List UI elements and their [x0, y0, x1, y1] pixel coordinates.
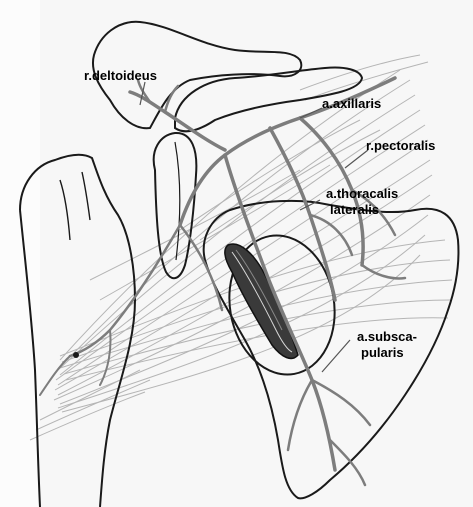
label-a-subscapularis-line1: a.subsca- — [357, 330, 417, 344]
vessel-dot — [73, 352, 79, 358]
paper-edge — [0, 0, 40, 507]
label-a-thoracalis-line1: a.thoracalis — [326, 187, 398, 201]
label-r-deltoideus: r.deltoideus — [84, 69, 157, 83]
label-a-subscapularis-line2: pularis — [361, 346, 404, 360]
label-r-pectoralis: r.pectoralis — [366, 139, 435, 153]
label-a-thoracalis-line2: lateralis — [330, 203, 379, 217]
label-a-axillaris: a.axillaris — [322, 97, 381, 111]
